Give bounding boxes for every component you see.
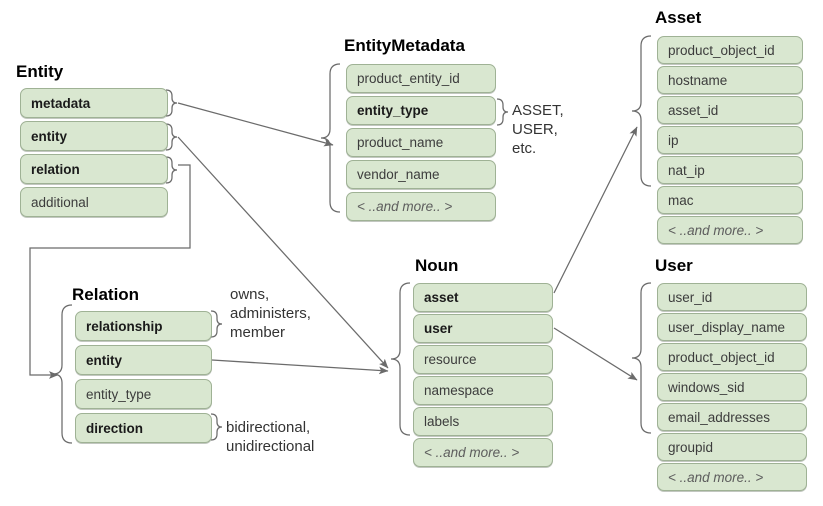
row-entity-relation[interactable]: relation: [20, 154, 168, 184]
row-noun-namespace[interactable]: namespace: [413, 376, 553, 405]
brace-entitymetadata-entity-type: [496, 98, 509, 126]
brace-asset-left: [631, 35, 652, 187]
row-noun-more[interactable]: < ..and more.. >: [413, 438, 553, 467]
brace-entitymetadata-left: [320, 63, 341, 213]
row-user-user-id[interactable]: user_id: [657, 283, 807, 311]
row-asset-ip[interactable]: ip: [657, 126, 803, 154]
brace-user-left: [631, 282, 652, 434]
edge-relation-entity-to-noun: [211, 359, 389, 375]
row-relation-direction[interactable]: direction: [75, 413, 212, 443]
row-asset-asset-id[interactable]: asset_id: [657, 96, 803, 124]
row-noun-labels[interactable]: labels: [413, 407, 553, 436]
brace-noun-left: [390, 282, 411, 436]
row-noun-user[interactable]: user: [413, 314, 553, 343]
block-title-asset: Asset: [655, 8, 702, 27]
row-noun-resource[interactable]: resource: [413, 345, 553, 374]
row-user-more[interactable]: < ..and more.. >: [657, 463, 807, 491]
row-asset-mac[interactable]: mac: [657, 186, 803, 214]
row-user-windows-sid[interactable]: windows_sid: [657, 373, 807, 401]
block-title-entitymetadata: EntityMetadata: [344, 36, 465, 55]
row-user-product-object-id[interactable]: product_object_id: [657, 343, 807, 371]
row-entitymetadata-product-name[interactable]: product_name: [346, 128, 496, 157]
row-relation-entity-type[interactable]: entity_type: [75, 379, 212, 409]
brace-relation-left: [52, 304, 73, 444]
edge-noun-user-to-user: [553, 327, 638, 381]
row-relation-entity[interactable]: entity: [75, 345, 212, 375]
row-user-groupid[interactable]: groupid: [657, 433, 807, 461]
row-entity-metadata[interactable]: metadata: [20, 88, 168, 118]
brace-relation-direction: [210, 413, 223, 441]
block-title-entity: Entity: [16, 62, 64, 81]
row-entitymetadata-more[interactable]: < ..and more.. >: [346, 192, 496, 221]
brace-relation-relationship: [210, 310, 223, 338]
annotation-entity-type-values: ASSET, USER, etc.: [512, 102, 564, 157]
row-entitymetadata-product-entity-id[interactable]: product_entity_id: [346, 64, 496, 93]
block-title-user: User: [655, 256, 693, 275]
row-asset-more[interactable]: < ..and more.. >: [657, 216, 803, 244]
row-asset-product-object-id[interactable]: product_object_id: [657, 36, 803, 64]
annotation-direction-values: bidirectional, unidirectional: [226, 419, 315, 455]
block-title-noun: Noun: [415, 256, 459, 275]
row-entitymetadata-entity-type[interactable]: entity_type: [346, 96, 496, 125]
annotation-relationship-values: owns, administers, member: [230, 286, 311, 341]
row-asset-hostname[interactable]: hostname: [657, 66, 803, 94]
row-user-email-addresses[interactable]: email_addresses: [657, 403, 807, 431]
row-user-user-display-name[interactable]: user_display_name: [657, 313, 807, 341]
row-entity-entity[interactable]: entity: [20, 121, 168, 151]
row-relation-relationship[interactable]: relationship: [75, 311, 212, 341]
row-entity-additional[interactable]: additional: [20, 187, 168, 217]
edge-metadata-to-entitymetadata: [177, 102, 334, 147]
row-noun-asset[interactable]: asset: [413, 283, 553, 312]
edge-noun-asset-to-asset: [553, 126, 638, 294]
row-asset-nat-ip[interactable]: nat_ip: [657, 156, 803, 184]
block-title-relation: Relation: [72, 285, 140, 304]
row-entitymetadata-vendor-name[interactable]: vendor_name: [346, 160, 496, 189]
